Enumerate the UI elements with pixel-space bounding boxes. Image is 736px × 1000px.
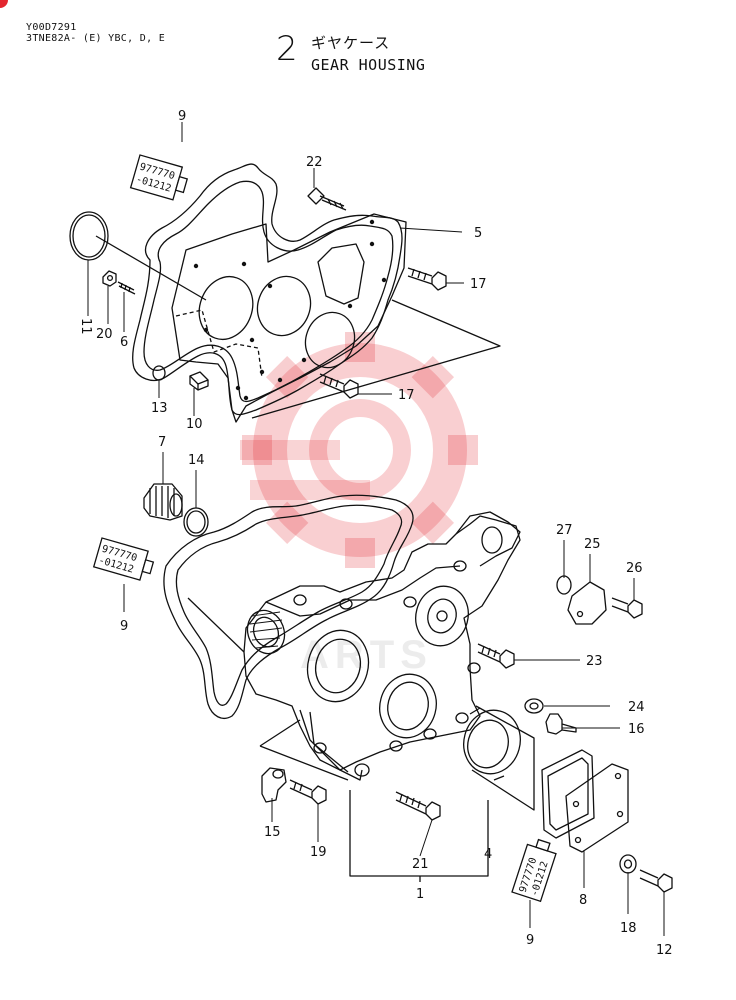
svg-text:ARTS: ARTS bbox=[300, 633, 433, 677]
label-15: 12 bbox=[656, 943, 673, 958]
label-24: 24 bbox=[628, 700, 645, 715]
label-5: 5 bbox=[474, 226, 482, 241]
label-26: 27 bbox=[556, 523, 573, 538]
sealant-tube-middle: 977770 -01212 bbox=[92, 537, 155, 581]
drawing-code: Y00D7291 bbox=[26, 22, 77, 33]
o-ring-14-inner bbox=[186, 510, 206, 534]
label-12: 11 bbox=[78, 318, 93, 335]
dowel-pin-10 bbox=[189, 371, 209, 391]
housing-pump-boss-inner bbox=[427, 598, 457, 634]
o-ring-13 bbox=[152, 365, 166, 381]
plate-bore-3 bbox=[304, 311, 356, 369]
label-9-top: 9 bbox=[178, 109, 186, 124]
watermark-logo: ARTS bbox=[240, 332, 478, 677]
label-8: 8 bbox=[579, 893, 587, 908]
bolt-17-upper bbox=[407, 267, 447, 291]
cover-25 bbox=[567, 581, 607, 625]
bolt-27 bbox=[611, 597, 643, 619]
cover-projection bbox=[471, 705, 535, 811]
title-english: GEAR HOUSING bbox=[311, 56, 426, 74]
part-labels: 9 22 5 17 17 11 20 6 13 10 7 14 9 27 25 … bbox=[78, 109, 673, 958]
housing-pump-shaft bbox=[436, 610, 448, 622]
label-14: 14 bbox=[188, 453, 205, 468]
bolt-20 bbox=[477, 643, 515, 669]
label-17-lower: 17 bbox=[398, 388, 415, 403]
label-21: 21 bbox=[412, 857, 429, 872]
elbow-11 bbox=[261, 767, 287, 803]
upper-gasket-inner bbox=[143, 180, 394, 403]
sealant-tube-upper: 977770 -01212 bbox=[129, 154, 189, 201]
label-4: 4 bbox=[484, 847, 492, 862]
label-11: 15 bbox=[264, 825, 281, 840]
filler-port-inner bbox=[252, 616, 280, 648]
washer-24 bbox=[524, 698, 544, 714]
label-23: 18 bbox=[620, 921, 637, 936]
filler-cap-7 bbox=[143, 483, 183, 521]
title-japanese: ギヤケース bbox=[311, 34, 391, 52]
plug-16 bbox=[545, 713, 577, 735]
washer-23 bbox=[619, 854, 637, 874]
o-ring-12-inner bbox=[72, 214, 106, 258]
filler-port bbox=[246, 609, 286, 655]
label-9-middle: 9 bbox=[120, 619, 128, 634]
housing-lower-rail-2 bbox=[309, 711, 349, 773]
label-13: 13 bbox=[151, 401, 168, 416]
nut-22 bbox=[102, 270, 117, 287]
housing-bracket bbox=[455, 511, 521, 567]
filler-port-thread bbox=[249, 611, 283, 649]
section-number: 2 bbox=[276, 29, 298, 69]
housing-pump-boss bbox=[415, 585, 469, 647]
housing-bolt-bosses bbox=[293, 560, 481, 777]
label-22: 20 bbox=[96, 327, 113, 342]
label-17-upper: 17 bbox=[470, 277, 487, 292]
plate-bore-2 bbox=[256, 275, 312, 337]
label-20: 23 bbox=[586, 654, 603, 669]
lower-gasket-inner bbox=[175, 504, 403, 706]
plate-window bbox=[317, 243, 365, 305]
gasket-leader bbox=[187, 597, 245, 653]
gear-housing bbox=[243, 515, 521, 771]
label-6: 6 bbox=[120, 335, 128, 350]
housing-bore-left bbox=[306, 629, 370, 703]
label-9-bottom: 9 bbox=[526, 933, 534, 948]
label-1: 1 bbox=[416, 887, 424, 902]
label-7: 7 bbox=[158, 435, 166, 450]
lower-gasket bbox=[163, 494, 414, 719]
lower-projection bbox=[259, 719, 349, 781]
leader-lines bbox=[87, 122, 665, 936]
label-19: 19 bbox=[310, 845, 327, 860]
housing-bore-left-inner bbox=[314, 638, 362, 694]
upper-gasket bbox=[132, 163, 403, 416]
plate-dashed-outline bbox=[175, 309, 263, 379]
housing-bore-center bbox=[379, 673, 437, 739]
cover-plate-8 bbox=[541, 749, 629, 853]
engine-model: 3TNE82A- (E) YBC, D, E bbox=[26, 33, 166, 44]
upper-plate bbox=[171, 213, 407, 423]
label-10: 10 bbox=[186, 417, 203, 432]
housing-bore-center-inner bbox=[387, 681, 429, 731]
label-18: 22 bbox=[306, 155, 323, 170]
sealant-tube-lower: 977770 -01212 bbox=[511, 838, 557, 903]
housing-ridge bbox=[265, 565, 461, 617]
bolt-19 bbox=[289, 779, 327, 805]
label-27: 26 bbox=[626, 561, 643, 576]
leader-12 bbox=[95, 235, 207, 301]
oil-seal-4 bbox=[463, 707, 521, 781]
label-25: 25 bbox=[584, 537, 601, 552]
bracket-hole bbox=[481, 526, 503, 554]
bolt-15 bbox=[639, 869, 673, 893]
stud-6 bbox=[117, 281, 136, 295]
corner-badge bbox=[0, 0, 8, 8]
o-ring-12 bbox=[69, 211, 109, 261]
plate-projection-lines bbox=[251, 299, 501, 419]
label-16: 16 bbox=[628, 722, 645, 737]
bolt-21 bbox=[395, 791, 441, 821]
bolt-18 bbox=[307, 187, 347, 211]
o-ring-26 bbox=[556, 575, 572, 595]
housing-lower-rail bbox=[299, 709, 363, 781]
plate-bore-1 bbox=[198, 275, 254, 341]
